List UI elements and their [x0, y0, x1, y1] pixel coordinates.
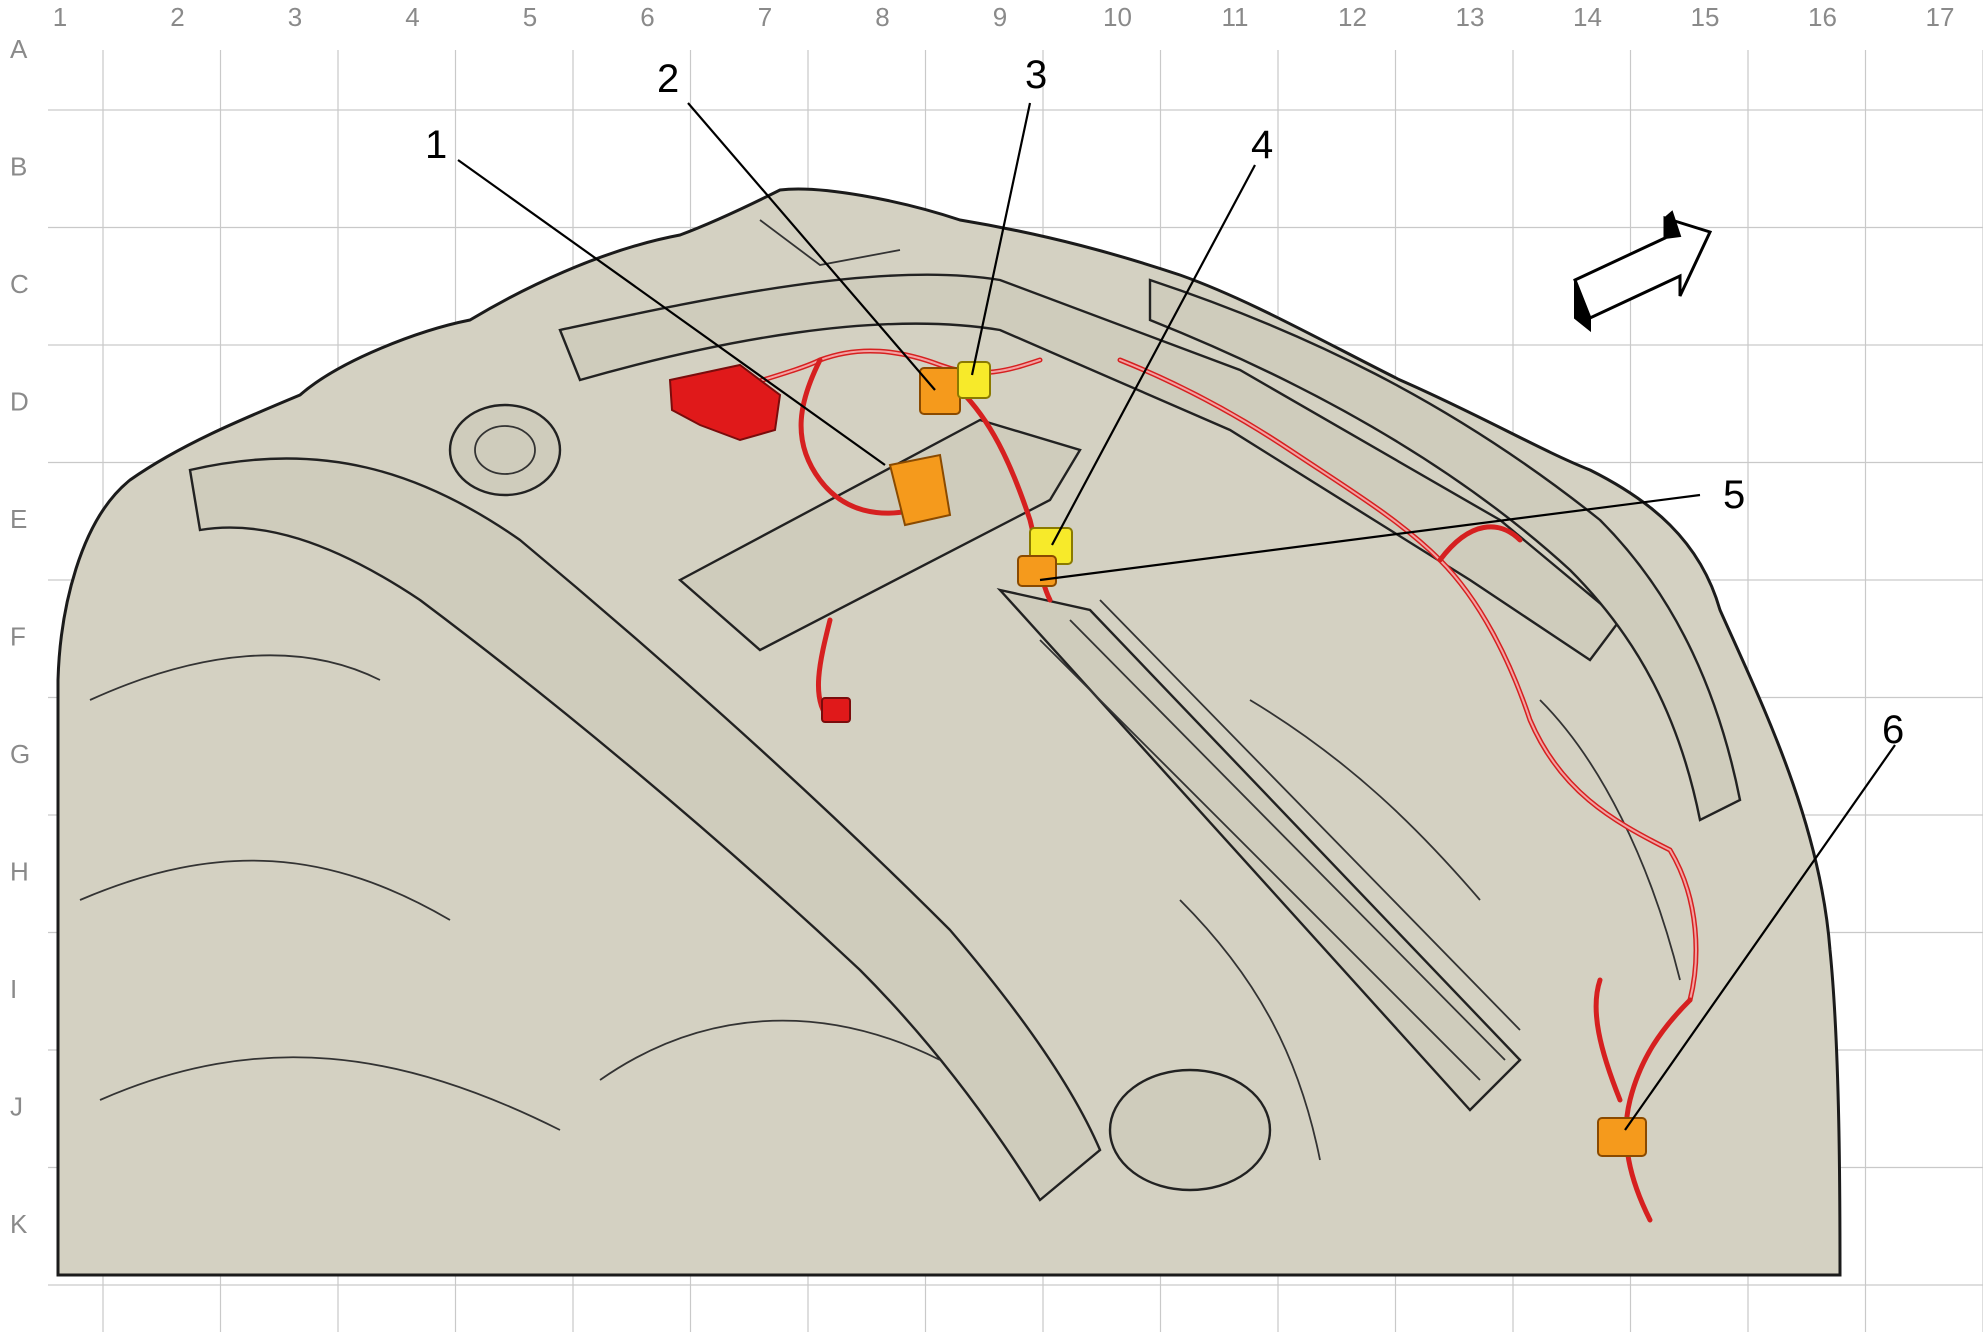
vehicle-front-structure	[56, 187, 1842, 1277]
forward-direction-arrow-icon	[1573, 210, 1713, 333]
grid-column-label: 13	[1456, 2, 1485, 32]
grid-column-label: 17	[1926, 2, 1955, 32]
grid-row-label: C	[10, 269, 29, 299]
wheel-housing	[1108, 1068, 1272, 1192]
grille-slots	[1039, 599, 1521, 1081]
grid-column-label: 15	[1691, 2, 1720, 32]
callout-leaders	[457, 102, 1896, 1131]
leader-5	[1039, 493, 1701, 582]
connector-2-icon	[919, 367, 961, 415]
strut-tower-inner	[474, 425, 536, 475]
hood-latch-support	[677, 418, 1082, 652]
callout-1: 1	[425, 123, 447, 167]
callout-numbers: 1 2 3 4 5 6	[425, 53, 1904, 752]
strut-tower	[448, 403, 562, 497]
grid-column-label: 9	[993, 2, 1007, 32]
grid-row-label: B	[10, 152, 27, 182]
connector-1-block-icon	[668, 363, 782, 442]
leader-4	[1051, 164, 1256, 546]
grid-column-label: 1	[53, 2, 67, 32]
grid-column-label: 8	[875, 2, 889, 32]
grid-column-label: 10	[1103, 2, 1132, 32]
grid-row-label: L	[10, 1327, 24, 1332]
grid-row-label: A	[10, 34, 28, 64]
grid-column-label: 12	[1338, 2, 1367, 32]
callout-3: 3	[1025, 53, 1047, 97]
grid-row-label: E	[10, 504, 27, 534]
cross-member	[188, 457, 1102, 1202]
grid-row-label: D	[10, 387, 29, 417]
grid-column-label: 14	[1573, 2, 1602, 32]
grid-row-label: J	[10, 1092, 23, 1122]
grid-row-label: G	[10, 739, 30, 769]
grid-row-labels: A B C D E F G H I J K L	[10, 34, 30, 1332]
callout-4: 4	[1251, 123, 1273, 167]
grid-column-label: 5	[523, 2, 537, 32]
callout-6: 6	[1882, 708, 1904, 752]
leader-1	[457, 159, 886, 466]
connector-2b-icon	[888, 453, 952, 527]
grid-row-label: K	[10, 1209, 28, 1239]
grid-column-label: 16	[1808, 2, 1837, 32]
grid-column-label: 6	[640, 2, 654, 32]
leader-3	[970, 102, 1032, 376]
structure-details	[79, 219, 1681, 1161]
grid-row-label: H	[10, 857, 29, 887]
grid-column-label: 11	[1222, 2, 1249, 32]
front-body-outline	[56, 187, 1842, 1277]
connector-small-icon	[821, 697, 851, 723]
grid-column-label: 2	[170, 2, 184, 32]
grid-column-label: 4	[405, 2, 419, 32]
grid-column-label: 7	[758, 2, 772, 32]
connector-5-icon	[1017, 555, 1057, 587]
callout-2: 2	[657, 57, 679, 101]
leader-2	[687, 102, 936, 391]
front-bumper-beam	[1148, 278, 1742, 822]
connector-6-icon	[1597, 1117, 1647, 1157]
leader-6	[1624, 744, 1896, 1131]
grid-row-label: F	[10, 622, 26, 652]
grid-row-label: I	[10, 974, 17, 1004]
radiator-grille	[996, 588, 1522, 1112]
callout-5: 5	[1723, 473, 1745, 517]
grid-column-label: 3	[288, 2, 302, 32]
upper-radiator-support	[558, 273, 1622, 662]
